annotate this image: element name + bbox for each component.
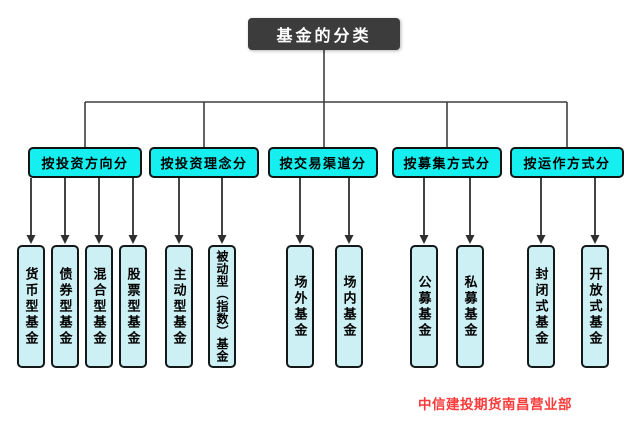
footer-credit: 中信建投期货南昌营业部 [418,397,572,412]
leaf-stock-fund: 股票型基金 [119,245,147,368]
category-label: 按投资理念分 [160,156,248,171]
root-label: 基金的分类 [276,28,372,45]
leaf-label: 主动型基金 [171,266,187,347]
leaf-label: 开放式基金 [587,266,603,347]
category-fundraising-method: 按募集方式分 [392,147,502,178]
leaf-open-end-fund: 开放式基金 [581,245,609,368]
leaf-active-fund: 主动型基金 [165,245,193,368]
leaf-label: 债券型基金 [57,266,73,347]
root-node: 基金的分类 [248,18,400,50]
category-investment-direction: 按投资方向分 [28,147,142,178]
category-trading-channel: 按交易渠道分 [268,147,378,178]
tree-branch-lines [84,50,568,147]
category-label: 按投资方向分 [41,156,129,171]
leaf-bond-fund: 债券型基金 [51,245,79,368]
leaf-label: 公募基金 [416,274,432,339]
category-arrows [26,178,600,244]
category-investment-philosophy: 按投资理念分 [149,147,259,178]
leaf-closed-end-fund: 封闭式基金 [527,245,555,368]
leaf-label: 货币型基金 [23,266,39,347]
leaf-label: 场外基金 [292,274,308,339]
leaf-label: 混合型基金 [91,266,107,347]
leaf-label: 封闭式基金 [533,266,549,347]
leaf-private-fund: 私募基金 [456,245,484,368]
leaf-otc-fund: 场外基金 [286,245,314,368]
category-label: 按交易渠道分 [279,156,367,171]
leaf-label: 股票型基金 [125,266,141,347]
leaf-label: 被动型（指数）基金 [215,250,229,363]
leaf-public-fund: 公募基金 [410,245,438,368]
category-label: 按运作方式分 [523,156,611,171]
category-operation-method: 按运作方式分 [510,147,624,178]
leaf-hybrid-fund: 混合型基金 [85,245,113,368]
leaf-passive-index-fund: 被动型（指数）基金 [208,245,236,368]
leaf-exchange-fund: 场内基金 [335,245,363,368]
leaf-money-fund: 货币型基金 [17,245,45,368]
category-label: 按募集方式分 [403,156,491,171]
leaf-label: 场内基金 [341,274,357,339]
leaf-label: 私募基金 [462,274,478,339]
